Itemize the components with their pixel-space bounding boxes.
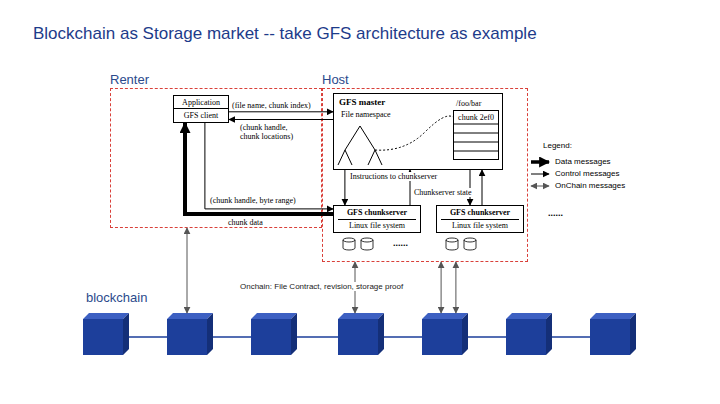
onchain-arrow [455,262,456,313]
control-arrow [229,111,333,112]
legend-sample [531,186,549,187]
ellipsis: ...... [393,238,408,248]
control-arrow [344,170,345,205]
legend-sample [531,160,549,164]
node-text: Renter [110,72,149,87]
node-text: Linux file system [338,219,416,231]
chunkserver-box: GFS chunkserverLinux file system [333,205,421,233]
component-box: Application [173,95,229,109]
block-side [123,313,636,355]
node-text: Host [322,72,349,87]
edge-label: Chunkserver state [414,188,472,197]
component-box: GFS client [173,108,229,123]
node-text: GFS chunkserver [437,206,523,219]
chunk-table-rows [453,124,499,151]
node-text: /foo/bar [456,99,481,108]
node-text: GFS master [339,97,385,107]
chunkserver-box: GFS chunkserverLinux file system [436,205,524,233]
node-text: Linux file system [441,219,519,231]
control-arrow [229,119,333,120]
note-text: Onchain: File Contract, revision, storag… [240,282,403,291]
chunk-table: /foo/barchunk 2ef0 [453,110,499,160]
node-text: blockchain [86,290,147,305]
edge-label: Instructions to chunkserver [350,172,437,181]
node-text: GFS chunkserver [334,206,420,219]
master-box: GFS masterFile namespace/foo/barchunk 2e… [333,93,503,170]
legend-text: Data messages [555,157,611,166]
block-top [83,313,636,319]
dashed-link [375,116,453,150]
node-text: GFS client [174,109,228,122]
diagram-title: Blockchain as Storage market -- take GFS… [33,24,537,44]
edge-label: (chunk handle, byte range) [210,196,296,205]
node-text: chunk 2ef0 [454,111,498,124]
data-arrow [185,123,333,214]
control-arrow [205,123,333,209]
control-arrow [482,170,483,205]
blockchain-band: blockchain [83,313,636,355]
node-text: File namespace [341,110,391,119]
edge-label: (file name, chunk index) [232,101,311,110]
ellipsis: ...... [548,208,563,218]
onchain-arrow [187,228,188,313]
legend-text: Control messages [555,169,619,178]
edge-label: chunk data [228,218,263,227]
legend-heading: Legend: [543,141,572,150]
legend-sample [531,174,549,175]
legend-text: OnChain messages [555,181,625,190]
namespace-tree [338,126,382,165]
onchain-arrow [441,262,442,313]
disk-symbol [343,238,476,250]
edge-label: (chunk handle, chunk locations) [240,123,306,141]
